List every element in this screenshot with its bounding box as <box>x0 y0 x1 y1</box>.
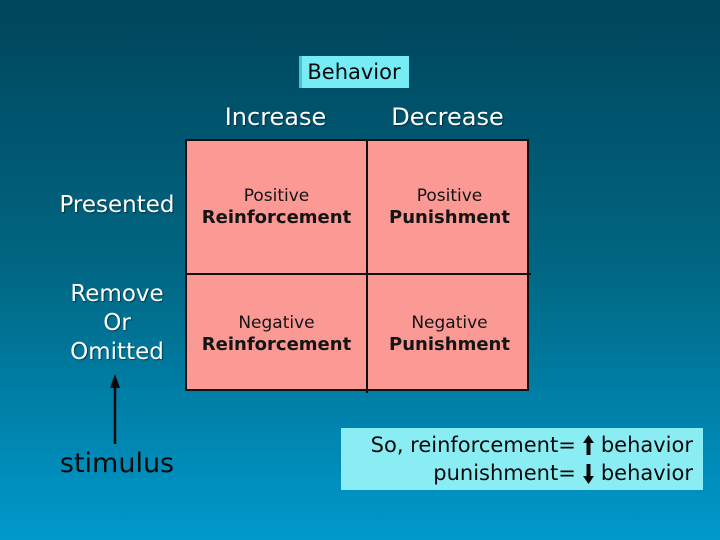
cell-positive-reinforcement: Positive Reinforcement <box>187 141 368 275</box>
summary-line-punishment: punishment= behavior <box>351 459 693 487</box>
row-label-line: Presented <box>59 192 175 218</box>
summary-text: behavior <box>600 461 693 485</box>
summary-text: punishment= <box>433 461 576 485</box>
stimulus-label: stimulus <box>59 448 175 479</box>
up-arrow-icon <box>582 434 595 456</box>
row-label-line: Or <box>103 310 131 336</box>
cell-word: Reinforcement <box>201 207 352 228</box>
stimulus-up-arrow-icon <box>110 374 120 444</box>
cell-positive-punishment: Positive Punishment <box>368 141 531 275</box>
cell-word: Punishment <box>389 207 510 228</box>
summary-line-reinforcement: So, reinforcement= behavior <box>351 431 693 459</box>
cell-negative-punishment: Negative Punishment <box>368 275 531 393</box>
cell-word: Positive <box>416 186 483 206</box>
row-label-remove-or-omitted: Remove Or Omitted <box>40 280 194 367</box>
cell-negative-reinforcement: Negative Reinforcement <box>187 275 368 393</box>
cell-word: Punishment <box>389 334 510 355</box>
row-label-presented: Presented <box>40 192 194 218</box>
column-header-decrease: Decrease <box>391 103 504 131</box>
contingency-table: Positive Reinforcement Positive Punishme… <box>185 139 531 393</box>
down-arrow-icon <box>582 463 595 484</box>
cell-word: Positive <box>243 186 310 206</box>
behavior-label: Behavior <box>307 60 401 84</box>
summary-box: So, reinforcement= behavior punishment= … <box>341 428 703 490</box>
cell-word: Negative <box>238 313 315 333</box>
summary-text: So, reinforcement= <box>370 433 576 457</box>
column-header-increase: Increase <box>224 103 327 131</box>
behavior-label-box: Behavior <box>299 56 409 88</box>
summary-text: behavior <box>600 433 693 457</box>
column-headers: Increase Decrease <box>185 100 529 134</box>
row-label-line: Remove <box>70 281 164 307</box>
row-label-line: Omitted <box>70 339 164 365</box>
cell-word: Reinforcement <box>201 334 352 355</box>
cell-word: Negative <box>411 313 488 333</box>
